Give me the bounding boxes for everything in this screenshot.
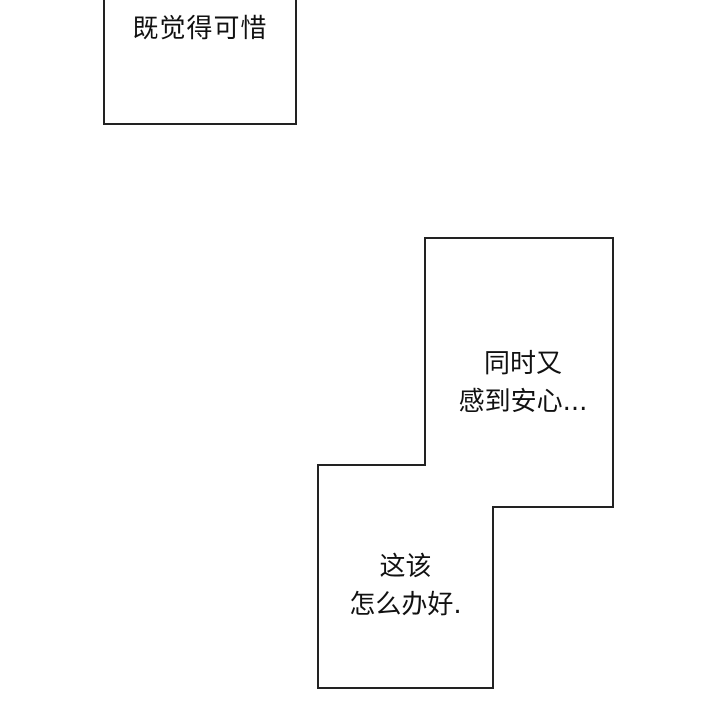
caption-line: 感到安心...	[458, 387, 588, 417]
caption-line: 这该	[379, 552, 432, 582]
caption-text: 既觉得可惜	[132, 14, 268, 44]
comic-panel-top-left: 既觉得可惜	[103, 0, 297, 125]
caption-block-lower: 这该 怎么办好.	[318, 548, 493, 624]
caption-line: 怎么办好.	[349, 590, 462, 620]
caption-block-upper: 同时又 感到安心...	[430, 345, 616, 421]
caption-line: 同时又	[483, 349, 562, 379]
